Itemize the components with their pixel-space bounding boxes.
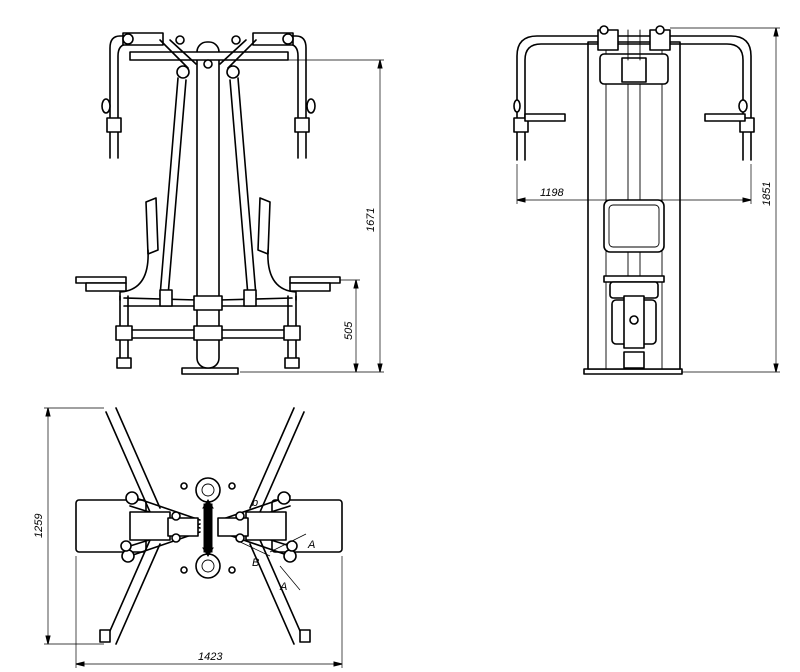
front-left-seat-curve bbox=[119, 249, 149, 301]
front-left-clamp bbox=[159, 289, 173, 307]
plan-lower-right-grip bbox=[299, 629, 311, 643]
label-a: A bbox=[307, 539, 315, 551]
front-left-lower-clamp bbox=[115, 325, 133, 341]
label-b-upper: b bbox=[252, 497, 258, 509]
front-left-link bbox=[159, 39, 197, 69]
front-right-grip-collar bbox=[294, 117, 310, 133]
plan-width-dimension: 1423 bbox=[198, 651, 223, 663]
plan-bottom-plate bbox=[195, 553, 221, 579]
plan-depth-dimension: 1259 bbox=[33, 514, 45, 538]
side-right-knob bbox=[738, 99, 748, 113]
front-left-lower-stretcher bbox=[123, 329, 198, 339]
front-right-handle-outer bbox=[255, 35, 307, 159]
plan-right-block bbox=[217, 517, 249, 537]
front-right-link bbox=[219, 39, 257, 69]
plan-arm-upper-left bbox=[105, 407, 161, 513]
plan-pivot-ur bbox=[277, 491, 291, 505]
front-height-dimension: 1671 bbox=[365, 208, 377, 232]
plan-left-block bbox=[167, 517, 199, 537]
label-a-lower: A bbox=[279, 581, 287, 593]
front-center-lower-clamp bbox=[193, 325, 223, 341]
front-center-pivot bbox=[203, 59, 213, 69]
front-left-seat bbox=[75, 276, 127, 284]
side-arch-inner bbox=[524, 43, 744, 161]
front-right-seat bbox=[289, 276, 341, 284]
front-left-backrest bbox=[145, 197, 159, 255]
front-right-top-bolt bbox=[231, 35, 241, 45]
front-right-lower-clamp bbox=[283, 325, 301, 341]
front-right-top-pivot bbox=[282, 33, 294, 45]
front-center-post bbox=[196, 41, 220, 369]
front-left-foot bbox=[116, 357, 132, 369]
front-right-clamp bbox=[243, 289, 257, 307]
plan-view: A B b A 1259 1423 bbox=[33, 407, 343, 668]
plan-pivot-lr bbox=[283, 549, 297, 563]
side-view: 1198 1851 bbox=[513, 25, 780, 375]
side-arch-outer bbox=[516, 35, 752, 161]
plan-center-column bbox=[203, 503, 213, 553]
front-left-grip-collar bbox=[106, 117, 122, 133]
front-base-plate bbox=[181, 367, 239, 375]
front-right-foot bbox=[284, 357, 300, 369]
side-height-dimension: 1851 bbox=[761, 182, 773, 206]
front-top-bar bbox=[129, 51, 289, 61]
side-left-knob bbox=[513, 99, 521, 113]
plan-lower-left-grip bbox=[99, 629, 111, 643]
side-backrest bbox=[603, 199, 665, 253]
front-right-handle-inner bbox=[255, 43, 299, 159]
plan-left-mechanism bbox=[129, 511, 171, 541]
front-right-rod bbox=[229, 77, 257, 297]
front-right-knob bbox=[306, 98, 316, 114]
front-right-seat-base bbox=[289, 282, 331, 292]
front-right-lower-stretcher bbox=[218, 329, 293, 339]
plan-top-plate bbox=[195, 477, 221, 503]
side-width-dimension: 1198 bbox=[540, 187, 565, 199]
front-left-handle-outer bbox=[109, 35, 161, 159]
front-right-seat-curve bbox=[267, 249, 297, 301]
front-right-link-pivot bbox=[226, 65, 240, 79]
side-left-grip bbox=[524, 113, 566, 122]
front-left-link-pivot bbox=[176, 65, 190, 79]
side-foot bbox=[623, 351, 645, 369]
front-view: 1671 505 bbox=[75, 32, 384, 375]
front-right-backrest bbox=[257, 197, 271, 255]
front-center-upper-clamp bbox=[193, 295, 223, 311]
plan-arm-upper-right bbox=[249, 407, 305, 513]
plan-right-mechanism bbox=[245, 511, 287, 541]
front-left-top-bolt bbox=[175, 35, 185, 45]
side-right-grip bbox=[704, 113, 746, 122]
plan-arm-lower-left bbox=[105, 539, 161, 645]
side-seat bbox=[603, 275, 665, 283]
seat-height-dimension: 505 bbox=[343, 321, 355, 340]
front-left-knob bbox=[101, 98, 111, 114]
side-top-center bbox=[621, 57, 647, 83]
front-left-rod bbox=[159, 77, 187, 297]
plan-pivot-ul bbox=[125, 491, 139, 505]
front-left-seat-base bbox=[85, 282, 127, 292]
plan-pivot-ll bbox=[121, 549, 135, 563]
plan-arm-lower-right bbox=[249, 539, 305, 645]
label-b-lower: B bbox=[252, 557, 259, 569]
front-left-handle-inner bbox=[117, 43, 161, 159]
front-left-top-pivot bbox=[122, 33, 134, 45]
